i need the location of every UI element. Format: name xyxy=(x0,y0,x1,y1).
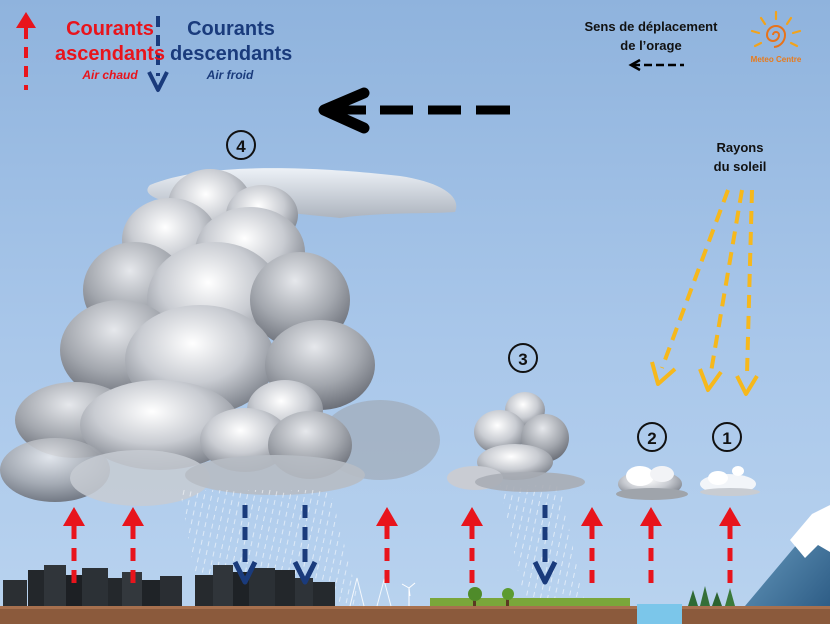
city-icon xyxy=(3,565,335,606)
storm-direction-line2: de l’orage xyxy=(620,38,682,53)
lake-icon xyxy=(637,604,682,624)
downdraft-arrow-icon xyxy=(292,505,318,585)
cumulonimbus-stage-4 xyxy=(0,168,457,506)
ground xyxy=(0,606,830,624)
mountain-icon xyxy=(745,505,830,606)
updraft-arrow-icon xyxy=(376,507,398,588)
sun-rays-line1: Rayons xyxy=(716,140,764,155)
pylon-icon xyxy=(349,577,392,607)
cumulus-stage-2 xyxy=(616,466,688,500)
storm-direction-line1: Sens de déplacement xyxy=(584,19,718,34)
direction-arrow-icon xyxy=(628,58,684,72)
sun-rays-line2: du soleil xyxy=(713,159,767,174)
meadow xyxy=(430,598,630,606)
storm-direction-label: Sens de déplacement de l’orage xyxy=(572,17,730,55)
downdraft-arrow-icon xyxy=(532,505,558,585)
updraft-arrow-icon xyxy=(122,507,144,588)
cumulus-stage-3 xyxy=(447,392,585,492)
movement-arrow-icon xyxy=(318,87,510,134)
sun-rays-label: Rayons du soleil xyxy=(690,138,790,176)
rain-shaft-small xyxy=(500,485,585,605)
updraft-arrow-icon xyxy=(640,507,662,588)
sun-spiral-icon xyxy=(750,10,802,48)
developing-cloud-left xyxy=(185,380,365,495)
legend-up-arrow-icon xyxy=(16,12,36,90)
wind-turbine-icon xyxy=(401,582,416,606)
legend-downdraft-line2: descendants xyxy=(170,43,293,65)
legend-downdraft-title: Courants descendants xyxy=(170,17,292,67)
downdraft-arrow-icon xyxy=(232,505,258,585)
updraft-arrows xyxy=(63,507,741,588)
cumulus-stage-1 xyxy=(700,466,760,496)
meteo-centre-logo: Meteo Centre xyxy=(743,8,809,70)
updraft-arrow-icon xyxy=(461,507,483,588)
legend-updraft-title: Courants ascendants xyxy=(55,17,165,67)
sun-ray-arrow-icon xyxy=(650,189,759,396)
legend-down-arrow-icon xyxy=(147,16,169,92)
logo-text: Meteo Centre xyxy=(750,55,802,64)
updraft-arrow-icon xyxy=(719,507,741,588)
downdraft-arrows xyxy=(232,505,558,585)
stage-number-2: 2 xyxy=(637,422,667,452)
legend-updraft-line2: ascendants xyxy=(55,43,166,65)
stage-number-4: 4 xyxy=(226,130,256,160)
updraft-arrow-icon xyxy=(581,507,603,588)
legend-updraft-subtitle: Air chaud xyxy=(82,68,138,82)
legend-updraft-line1: Courants xyxy=(66,18,154,40)
updraft-arrow-icon xyxy=(63,507,85,588)
legend-downdraft-subtitle: Air froid xyxy=(206,68,254,82)
stage-number-3: 3 xyxy=(508,343,538,373)
stage-number-1: 1 xyxy=(712,422,742,452)
tree-icon xyxy=(468,586,735,606)
legend-downdraft-line1: Courants xyxy=(187,18,275,40)
